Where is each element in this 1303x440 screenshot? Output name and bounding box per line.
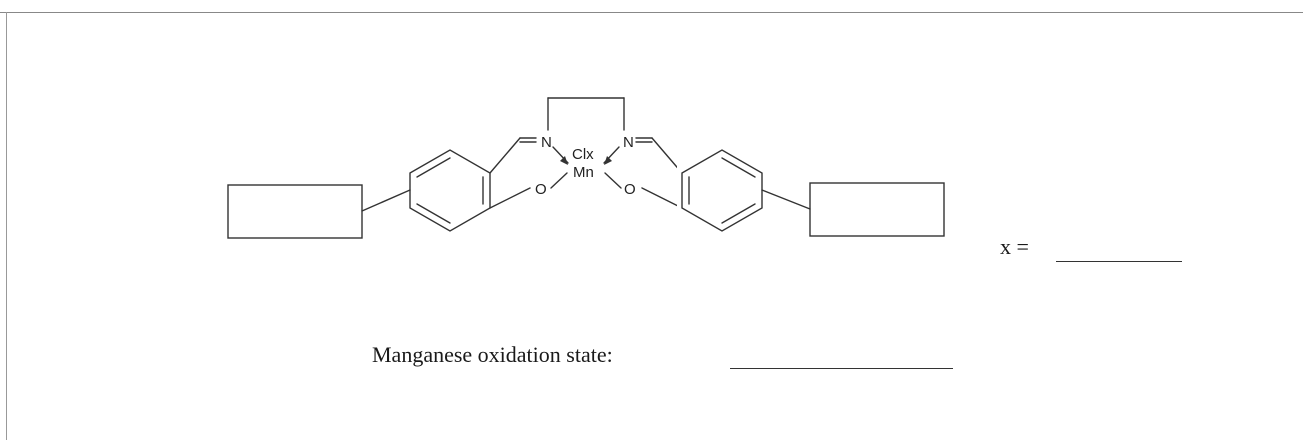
right-box-bond	[761, 189, 811, 210]
left-substituent-box	[227, 184, 363, 239]
atom-n-right: N	[623, 134, 634, 151]
frame-top-border	[0, 12, 1303, 13]
oxidation-state-answer-blank[interactable]	[730, 368, 953, 369]
right-ring-double-bond-1	[721, 157, 756, 178]
left-o-mn-bond	[550, 172, 568, 189]
left-ring-double-bond-3	[416, 203, 451, 224]
right-arrowhead	[604, 156, 612, 165]
left-arrowhead	[560, 156, 568, 165]
x-question-label: x =	[1000, 234, 1029, 259]
left-ring-double-bond-1	[416, 157, 451, 178]
right-substituent-box	[809, 182, 945, 237]
atom-n-left: N	[541, 134, 552, 151]
left-ch-bond	[489, 137, 521, 174]
right-ring-hexagon	[681, 149, 763, 232]
right-ring-double-bond-3	[721, 203, 756, 224]
atom-o-right: O	[624, 181, 636, 198]
frame-left-border	[6, 12, 7, 440]
atom-mn: Mn	[573, 164, 594, 181]
left-box-bond	[361, 189, 411, 212]
x-answer-blank[interactable]	[1056, 261, 1182, 262]
atom-cl: Clx	[572, 146, 594, 163]
left-co-bond	[489, 187, 531, 209]
oxidation-state-label: Manganese oxidation state:	[372, 342, 613, 367]
right-co-bond	[641, 187, 683, 209]
atom-o-left: O	[535, 181, 547, 198]
right-o-mn-bond	[604, 172, 622, 189]
